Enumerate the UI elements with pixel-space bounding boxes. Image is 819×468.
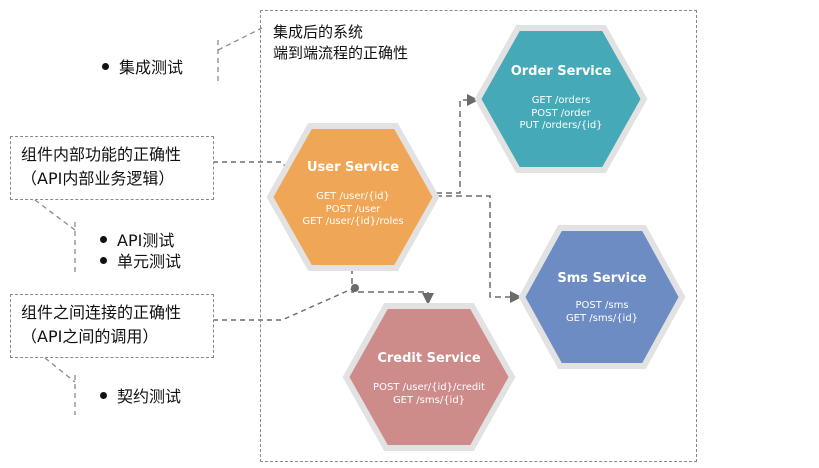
- system-title-line2: 端到端流程的正确性: [273, 44, 409, 62]
- user-to-sms-arrow: [436, 195, 522, 303]
- credit-service-name: Credit Service: [377, 351, 481, 366]
- system-title: 集成后的系统 端到端流程的正确性: [273, 22, 408, 64]
- unit-test-item: 单元测试: [100, 252, 181, 272]
- bullet-icon: [100, 392, 107, 399]
- api-test-item: API测试: [100, 231, 174, 251]
- internal-note-line2: （API内部业务逻辑）: [21, 169, 175, 188]
- user-service-endpoint: GET /user/{id}: [316, 191, 390, 202]
- user-service-endpoint: GET /user/{id}/roles: [302, 216, 404, 227]
- user-to-order-arrow: [436, 94, 479, 194]
- contract-test-label: 契约测试: [117, 387, 182, 406]
- between-leader-line: [213, 287, 355, 321]
- user-to-credit-arrow: [351, 268, 434, 305]
- between-to-contract-line: [44, 357, 76, 383]
- user-service-name: User Service: [306, 160, 400, 175]
- unit-test-label: 单元测试: [117, 252, 182, 271]
- contract-test-item: 契约测试: [100, 387, 181, 407]
- order-service-node: Order Service GET /orders POST /order PU…: [474, 25, 648, 173]
- bullet-icon: [100, 257, 107, 264]
- credit-service-hexagon: [342, 303, 516, 451]
- sms-service-hexagon: [518, 225, 686, 369]
- integration-leader-line: [217, 27, 263, 51]
- integration-test-label: 集成测试: [119, 58, 184, 77]
- order-service-endpoint: GET /orders: [531, 95, 591, 106]
- sms-service-node: Sms Service POST /sms GET /sms/{id}: [518, 225, 686, 369]
- internal-note-line1: 组件内部功能的正确性: [21, 145, 182, 164]
- order-service-endpoint: POST /order: [531, 107, 591, 119]
- between-note-line1: 组件之间连接的正确性: [21, 303, 182, 322]
- internal-correctness-note: 组件内部功能的正确性 （API内部业务逻辑）: [10, 136, 214, 200]
- sms-service-endpoint: POST /sms: [575, 300, 629, 311]
- order-service-hexagon: [474, 25, 648, 173]
- between-note-line2: （API之间的调用）: [21, 327, 159, 346]
- api-test-label: API测试: [117, 231, 175, 250]
- credit-service-node: Credit Service POST /user/{id}/credit GE…: [342, 303, 516, 451]
- integration-test-item: 集成测试: [102, 58, 183, 78]
- internal-to-tests-line: [34, 199, 76, 231]
- system-title-line1: 集成后的系统: [273, 23, 364, 41]
- user-service-node: User Service GET /user/{id} POST /user G…: [266, 123, 440, 271]
- user-service-endpoint: POST /user: [325, 203, 381, 215]
- between-correctness-note: 组件之间连接的正确性 （API之间的调用）: [10, 294, 214, 358]
- bullet-icon: [100, 236, 107, 243]
- credit-service-endpoint: GET /sms/{id}: [392, 394, 466, 406]
- sms-service-endpoint: GET /sms/{id}: [565, 312, 639, 324]
- bullet-icon: [102, 63, 109, 70]
- integrated-system-boundary: [260, 10, 697, 462]
- sms-service-name: Sms Service: [557, 271, 647, 286]
- between-leader-dot: [351, 284, 359, 292]
- order-service-name: Order Service: [510, 64, 612, 79]
- order-service-endpoint: PUT /orders/{id}: [519, 120, 603, 131]
- user-service-hexagon: [266, 123, 440, 271]
- credit-service-endpoint: POST /user/{id}/credit: [373, 382, 485, 393]
